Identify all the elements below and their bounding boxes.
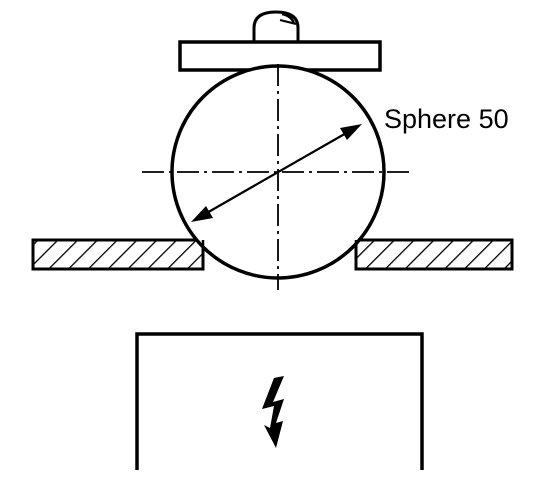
- diameter-arrowhead-lower: [191, 206, 213, 222]
- lightning-bolt-icon: [262, 376, 284, 448]
- sphere-diameter-label: Sphere 50: [384, 104, 509, 134]
- support-plate-right: [354, 238, 514, 271]
- diameter-arrowhead-upper: [340, 124, 362, 140]
- diameter-dimension: [191, 124, 362, 222]
- support-plate-left: [31, 238, 205, 271]
- top-knob: [252, 10, 300, 42]
